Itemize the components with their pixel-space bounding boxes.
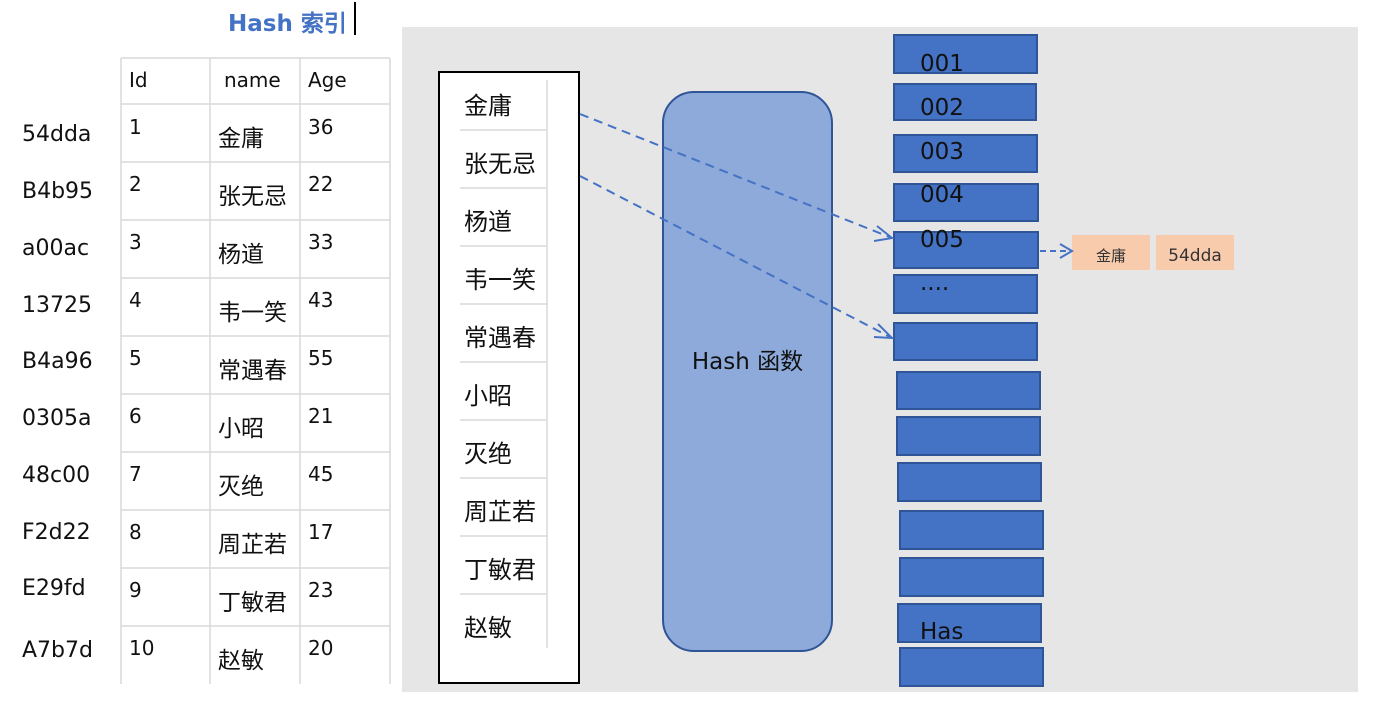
bucket-label: 005 (920, 227, 964, 253)
result-name-cell: 金庸 (1072, 235, 1150, 270)
cell-age: 20 (308, 636, 334, 660)
cell-id: 1 (129, 115, 142, 139)
cell-age: 36 (308, 115, 334, 139)
cell-name: 赵敏 (218, 648, 264, 674)
cell-age: 23 (308, 578, 334, 602)
bucket (893, 83, 1037, 121)
list-item: 丁敏君 (464, 556, 536, 584)
list-item: 小昭 (464, 382, 512, 410)
cell-id: 2 (129, 172, 142, 196)
row-hash-key: 0305a (22, 406, 92, 431)
cell-id: 4 (129, 288, 142, 312)
bucket (899, 510, 1044, 550)
cell-name: 周芷若 (218, 532, 287, 558)
cell-id: 7 (129, 462, 142, 486)
cell-name: 丁敏君 (218, 590, 287, 616)
bucket (893, 134, 1038, 173)
cell-id: 10 (129, 636, 155, 660)
row-hash-key: B4b95 (22, 179, 94, 204)
row-hash-key: F2d22 (22, 520, 91, 545)
list-item: 灭绝 (464, 440, 512, 468)
bucket-label: Has (920, 619, 964, 645)
bucket-label: 002 (920, 95, 964, 121)
cell-id: 8 (129, 520, 142, 544)
bucket (893, 34, 1038, 74)
column-header-age: Age (308, 68, 347, 92)
bucket (893, 183, 1039, 222)
arrow-head (873, 323, 895, 340)
bucket (897, 462, 1042, 502)
row-hash-key: 13725 (22, 293, 92, 318)
row-hash-key: B4a96 (22, 349, 93, 374)
bucket (893, 231, 1039, 269)
cell-name: 灭绝 (218, 474, 264, 500)
bucket-label: 003 (920, 139, 964, 165)
hash-function-label: Hash 函数 (691, 349, 804, 375)
list-item: 常遇春 (464, 324, 536, 352)
bucket (896, 416, 1041, 456)
cell-id: 5 (129, 346, 142, 370)
cell-age: 45 (308, 462, 334, 486)
cell-age: 22 (308, 172, 334, 196)
text-cursor (354, 2, 356, 35)
list-item: 韦一笑 (464, 266, 536, 294)
cell-name: 张无忌 (218, 184, 287, 210)
arrow-head (1059, 243, 1074, 259)
hash-arrow-zhangwuji (579, 175, 893, 339)
bucket (899, 557, 1044, 597)
list-item: 杨道 (464, 208, 512, 236)
list-item: 赵敏 (464, 614, 512, 642)
row-hash-key: A7b7d (22, 638, 93, 663)
cell-age: 55 (308, 346, 334, 370)
cell-id: 9 (129, 578, 142, 602)
list-item: 周芷若 (464, 498, 536, 526)
cell-age: 33 (308, 230, 334, 254)
bucket (893, 322, 1038, 361)
bucket (896, 371, 1041, 410)
cell-age: 21 (308, 404, 334, 428)
arrow-head (873, 225, 895, 242)
row-hash-key: 54dda (22, 122, 92, 147)
hash-arrow-jinyong (579, 113, 893, 239)
row-hash-key: a00ac (22, 236, 90, 261)
cell-age: 17 (308, 520, 334, 544)
cell-id: 6 (129, 404, 142, 428)
name-column-box (438, 71, 580, 684)
row-hash-key: E29fd (22, 576, 86, 601)
cell-age: 43 (308, 288, 334, 312)
cell-name: 金庸 (218, 126, 264, 152)
column-header-name: name (224, 68, 281, 92)
cell-id: 3 (129, 230, 142, 254)
bucket-label: .... (920, 270, 950, 296)
hash-function-shape (662, 91, 833, 652)
cell-name: 杨道 (218, 242, 264, 268)
cell-name: 韦一笑 (218, 300, 287, 326)
row-hash-key: 48c00 (22, 463, 91, 488)
bucket (897, 603, 1042, 643)
bucket-label: 004 (920, 182, 964, 208)
cell-name: 常遇春 (218, 358, 287, 384)
result-key-cell: 54dda (1156, 235, 1234, 270)
table-grid (120, 57, 391, 684)
cell-name: 小昭 (218, 416, 264, 442)
list-item: 张无忌 (464, 150, 536, 178)
bucket-label: 001 (920, 51, 964, 77)
list-item: 金庸 (464, 92, 512, 120)
bucket (899, 647, 1044, 687)
page-title: Hash 索引 (228, 11, 347, 37)
bucket (893, 274, 1038, 314)
column-header-id: Id (129, 68, 148, 92)
